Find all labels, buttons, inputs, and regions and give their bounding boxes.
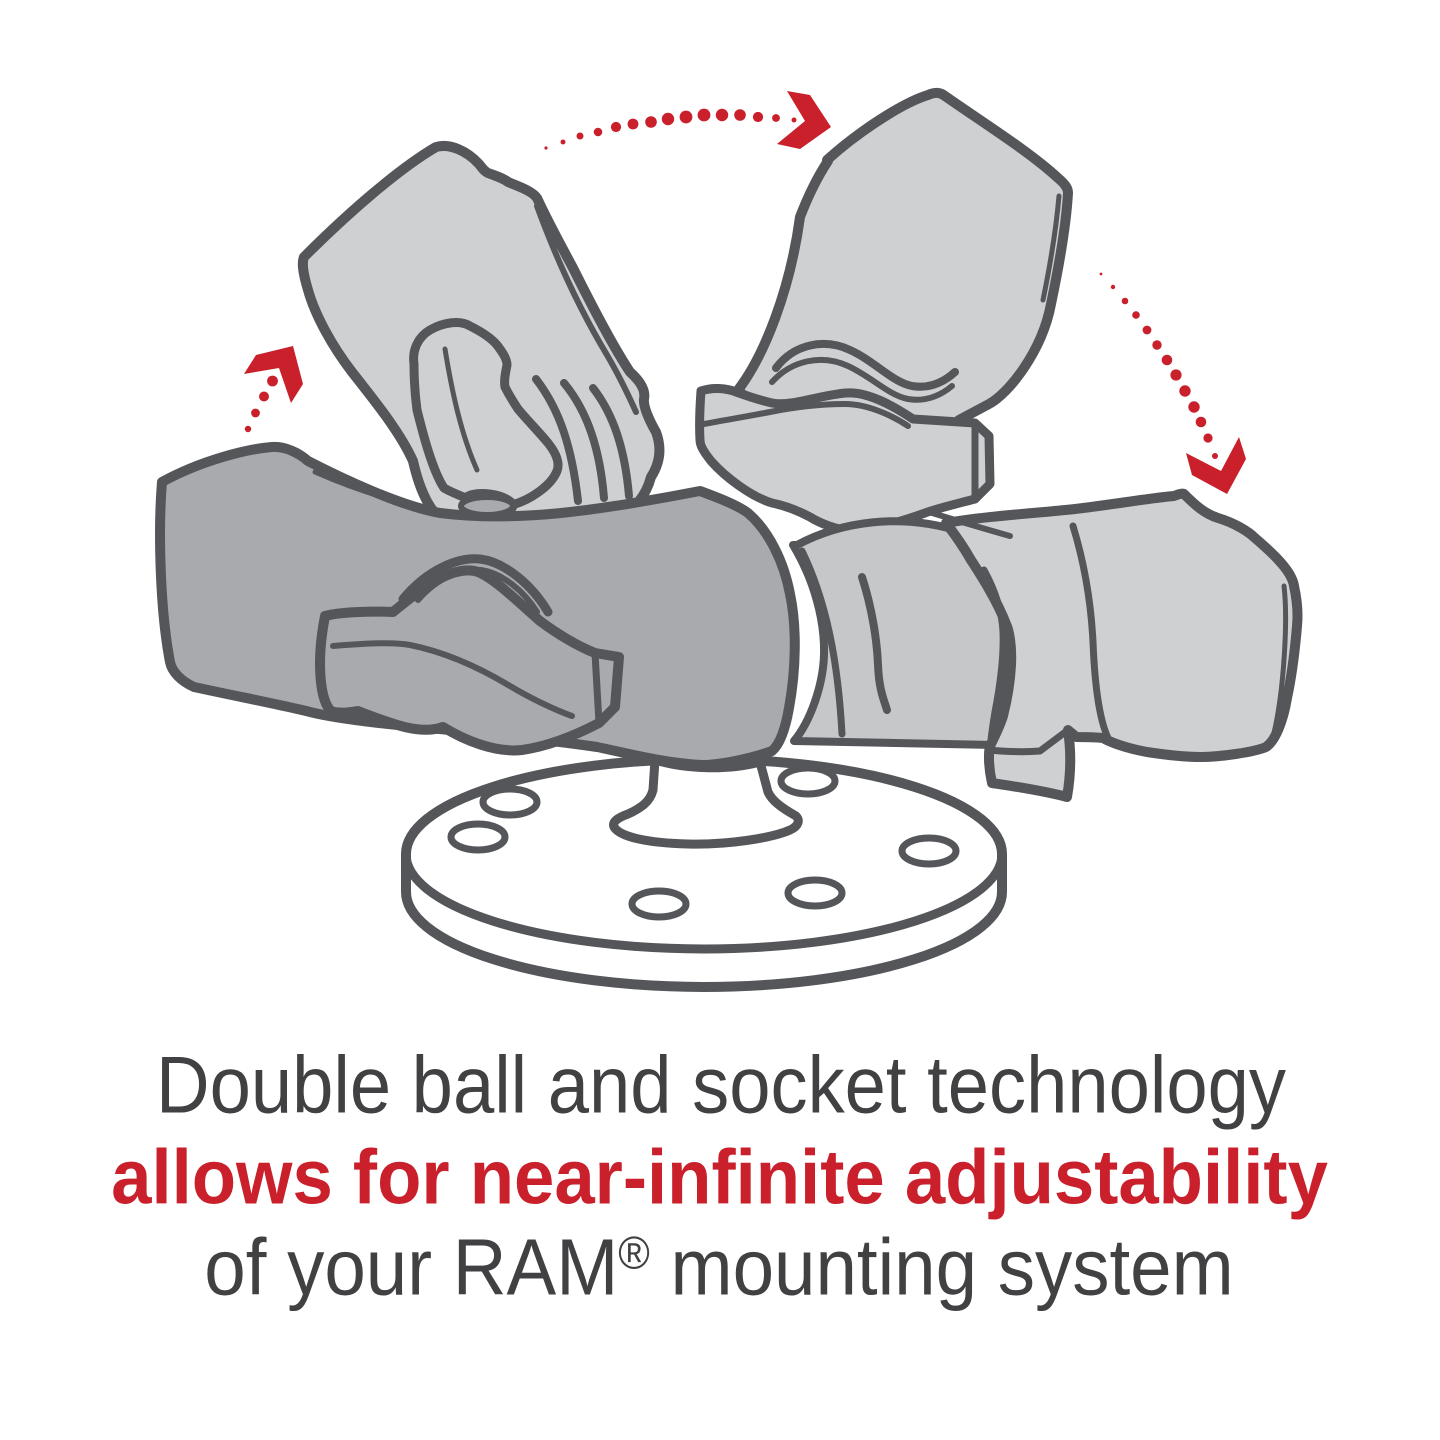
svg-text:of your RAM® mounting system: of your RAM® mounting system: [204, 1223, 1233, 1312]
svg-text:allows for near-infinite adjus: allows for near-infinite adjustability: [111, 1133, 1328, 1219]
svg-text:Double ball and socket technol: Double ball and socket technology: [156, 1040, 1286, 1130]
